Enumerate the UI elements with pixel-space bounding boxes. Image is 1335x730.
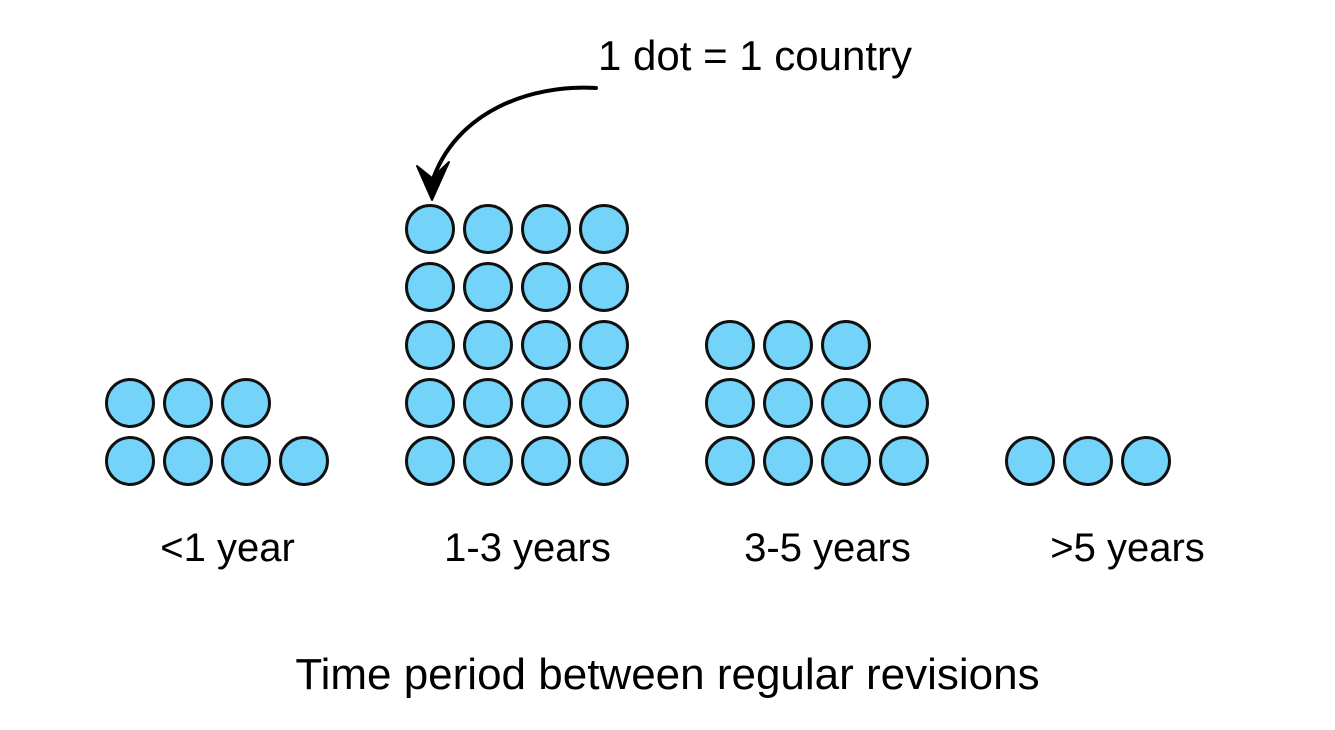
dot-group-3 [1005,432,1179,490]
dot-marker [821,320,871,370]
dot-row [1005,432,1179,490]
dot-marker [279,436,329,486]
dot-marker [405,378,455,428]
category-label-2: 3-5 years [744,526,911,570]
dot-marker [1005,436,1055,486]
dot-marker [463,320,513,370]
dot-row [405,432,637,490]
dot-marker [105,378,155,428]
dot-marker [521,436,571,486]
dot-row [405,374,637,432]
dot-marker [105,436,155,486]
dot-row [705,316,937,374]
dot-marker [463,378,513,428]
dot-row [705,374,937,432]
dot-marker [463,204,513,254]
dot-marker [579,436,629,486]
dot-row [405,316,637,374]
curved-arrow-icon [416,85,598,201]
dot-marker [521,378,571,428]
dot-marker [705,320,755,370]
dot-group-2 [705,316,937,490]
dot-marker [763,378,813,428]
dot-marker [1121,436,1171,486]
category-label-3: >5 years [1050,526,1205,570]
dot-row [105,374,337,432]
dot-row [405,200,637,258]
dot-row [405,258,637,316]
dot-marker [705,378,755,428]
dot-marker [705,436,755,486]
dot-marker [821,378,871,428]
dot-marker [763,320,813,370]
dot-marker [763,436,813,486]
dot-row [105,432,337,490]
axis-title: Time period between regular revisions [295,650,1040,699]
dot-marker [579,320,629,370]
dot-marker [1063,436,1113,486]
dot-marker [463,436,513,486]
dot-marker [163,436,213,486]
dot-marker [405,204,455,254]
dot-marker [821,436,871,486]
dot-marker [579,204,629,254]
dot-marker [879,378,929,428]
dot-marker [579,262,629,312]
dot-row [705,432,937,490]
dot-marker [521,320,571,370]
dot-marker [579,378,629,428]
dot-marker [221,378,271,428]
dot-group-1 [405,200,637,490]
dot-marker [521,204,571,254]
dot-marker [405,262,455,312]
category-label-0: <1 year [160,526,295,570]
dot-marker [405,320,455,370]
dot-marker [163,378,213,428]
dot-marker [221,436,271,486]
dot-marker [405,436,455,486]
dot-group-0 [105,374,337,490]
category-label-1: 1-3 years [444,526,611,570]
dot-marker [879,436,929,486]
dot-marker [521,262,571,312]
dot-marker [463,262,513,312]
annotation-label: 1 dot = 1 country [598,32,913,79]
